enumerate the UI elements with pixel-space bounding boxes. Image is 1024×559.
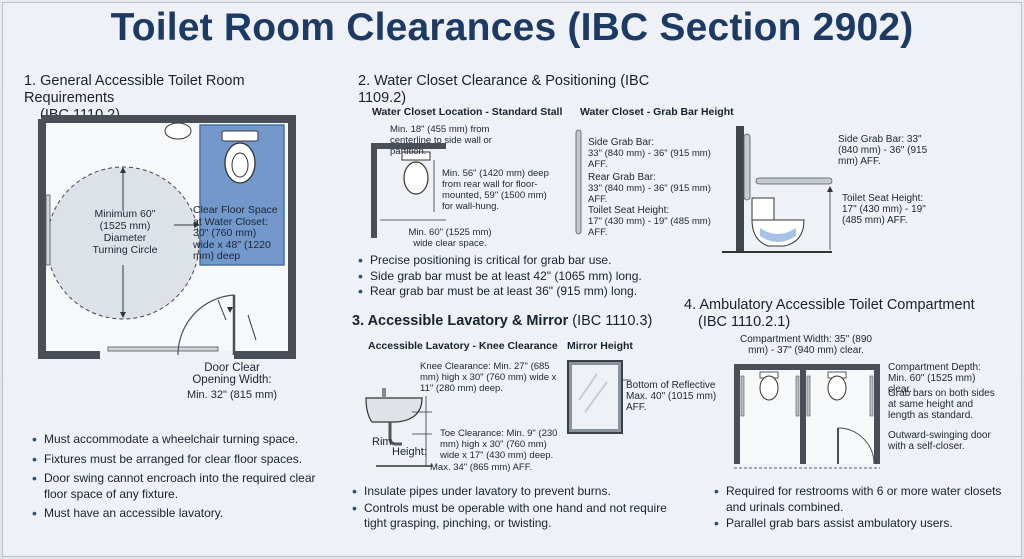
list-item: Precise positioning is critical for grab… [358, 253, 678, 269]
section2-bullets: Precise positioning is critical for grab… [358, 253, 678, 300]
seat-height-value: 17" (430 mm) - 19" (485 mm) AFF. [588, 216, 711, 238]
seat-height-right-label: Toilet Seat Height: 17" (430 mm) - 19" (… [842, 193, 926, 226]
mirror-height-text: Bottom of Reflective Max. 40" (1015 mm) … [626, 380, 717, 413]
page-title: Toilet Room Clearances (IBC Section 2902… [110, 6, 914, 49]
section4-code: (IBC 1110.2.1) [698, 314, 791, 330]
list-item: Rear grab bar must be at least 36" (915 … [358, 284, 678, 300]
section3-bullets: Insulate pipes under lavatory to prevent… [352, 484, 682, 532]
rim-label: Rim [372, 436, 392, 448]
section3-heading-text: 3. Accessible Lavatory & Mirror [352, 313, 569, 329]
knee-clearance-title: Accessible Lavatory - Knee Clearance [368, 340, 558, 352]
side-grab-right-label: Side Grab Bar: 33" (840 mm) - 36" (915 m… [838, 134, 928, 167]
section4-heading-text: 4. Ambulatory Accessible Toilet Compartm… [684, 297, 975, 313]
list-item: Door swing cannot encroach into the requ… [32, 471, 322, 502]
toilet-room-plan [38, 115, 296, 359]
wc-min56-label: Min. 56" (1420 mm) deep from rear wall f… [442, 168, 549, 212]
mirror-diagram [567, 360, 631, 434]
list-item: Must have an accessible lavatory. [32, 506, 322, 522]
grab-bar-elevation-diagram [722, 126, 833, 253]
list-item: Side grab bar must be at least 42" (1065… [358, 269, 678, 285]
lavatory-diagram [365, 388, 432, 467]
wc-location-diagram [371, 143, 446, 238]
wc-min60-label: Min. 60" (1525 mm) wide clear space. [408, 227, 492, 249]
side-grab-value: 33" (840 mm) - 36" (915 mm) AFF. [588, 148, 711, 170]
section2-heading: 2. Water Closet Clearance & Positioning … [358, 73, 650, 106]
list-item: Parallel grab bars assist ambulatory use… [714, 516, 1004, 532]
list-item: Fixtures must be arranged for clear floo… [32, 452, 322, 468]
compartment-width-label: Compartment Width: 35" (890 mm) - 37" (9… [740, 334, 872, 356]
grab-bars-label: Grab bars on both sides at same height a… [888, 388, 995, 421]
grab-bar-side-icon [575, 129, 582, 235]
grab-bar-title: Water Closet - Grab Bar Height [580, 106, 734, 118]
section4-bullets: Required for restrooms with 6 or more wa… [714, 484, 1004, 532]
list-item: Must accommodate a wheelchair turning sp… [32, 432, 322, 448]
section3-heading: 3. Accessible Lavatory & Mirror (IBC 111… [352, 313, 672, 330]
list-item: Controls must be operable with one hand … [352, 501, 682, 532]
door-clear-value: Min. 32" (815 mm) [186, 389, 278, 401]
ambulatory-compartment-diagram [734, 364, 880, 469]
seat-height-label: Toilet Seat Height: [588, 205, 670, 216]
list-item: Insulate pipes under lavatory to prevent… [352, 484, 682, 500]
turning-circle-label: Minimum 60" (1525 mm) Diameter Turning C… [92, 208, 158, 256]
outward-door-label: Outward-swinging door with a self-closer… [888, 430, 991, 452]
rim-height-label: Height: [392, 446, 427, 458]
rear-grab-label: Rear Grab Bar: [588, 172, 656, 183]
max34-label: Max. 34" (865 mm) AFF. [430, 462, 533, 473]
compartment-depth-label: Compartment Depth: Min. 60" (1525 mm) cl… [888, 362, 981, 395]
rear-grab-value: 33" (840 mm) - 36" (915 mm) AFF. [588, 183, 711, 205]
mirror-height-title: Mirror Height [567, 340, 633, 352]
section4-heading: 4. Ambulatory Accessible Toilet Compartm… [684, 297, 1004, 331]
door-clear-label: Door Clear Opening Width: [192, 362, 272, 386]
toe-clearance-text: Toe Clearance: Min. 9" (230 mm) high x 3… [440, 428, 558, 461]
side-grab-label: Side Grab Bar: [588, 137, 655, 148]
section3-code: (IBC 1110.3) [572, 313, 653, 329]
wc-location-title: Water Closet Location - Standard Stall [372, 106, 563, 118]
clear-floor-space-label: Clear Floor Space at Water Closet: 30" (… [193, 204, 278, 262]
list-item: Required for restrooms with 6 or more wa… [714, 484, 1004, 515]
knee-clearance-text: Knee Clearance: Min. 27" (685 mm) high x… [420, 361, 557, 394]
section1-bullets: Must accommodate a wheelchair turning sp… [32, 432, 322, 522]
wc-min18-label: Min. 18" (455 mm) from centerline to sid… [390, 124, 492, 157]
section1-heading-text: 1. General Accessible Toilet Room Requir… [24, 73, 245, 106]
